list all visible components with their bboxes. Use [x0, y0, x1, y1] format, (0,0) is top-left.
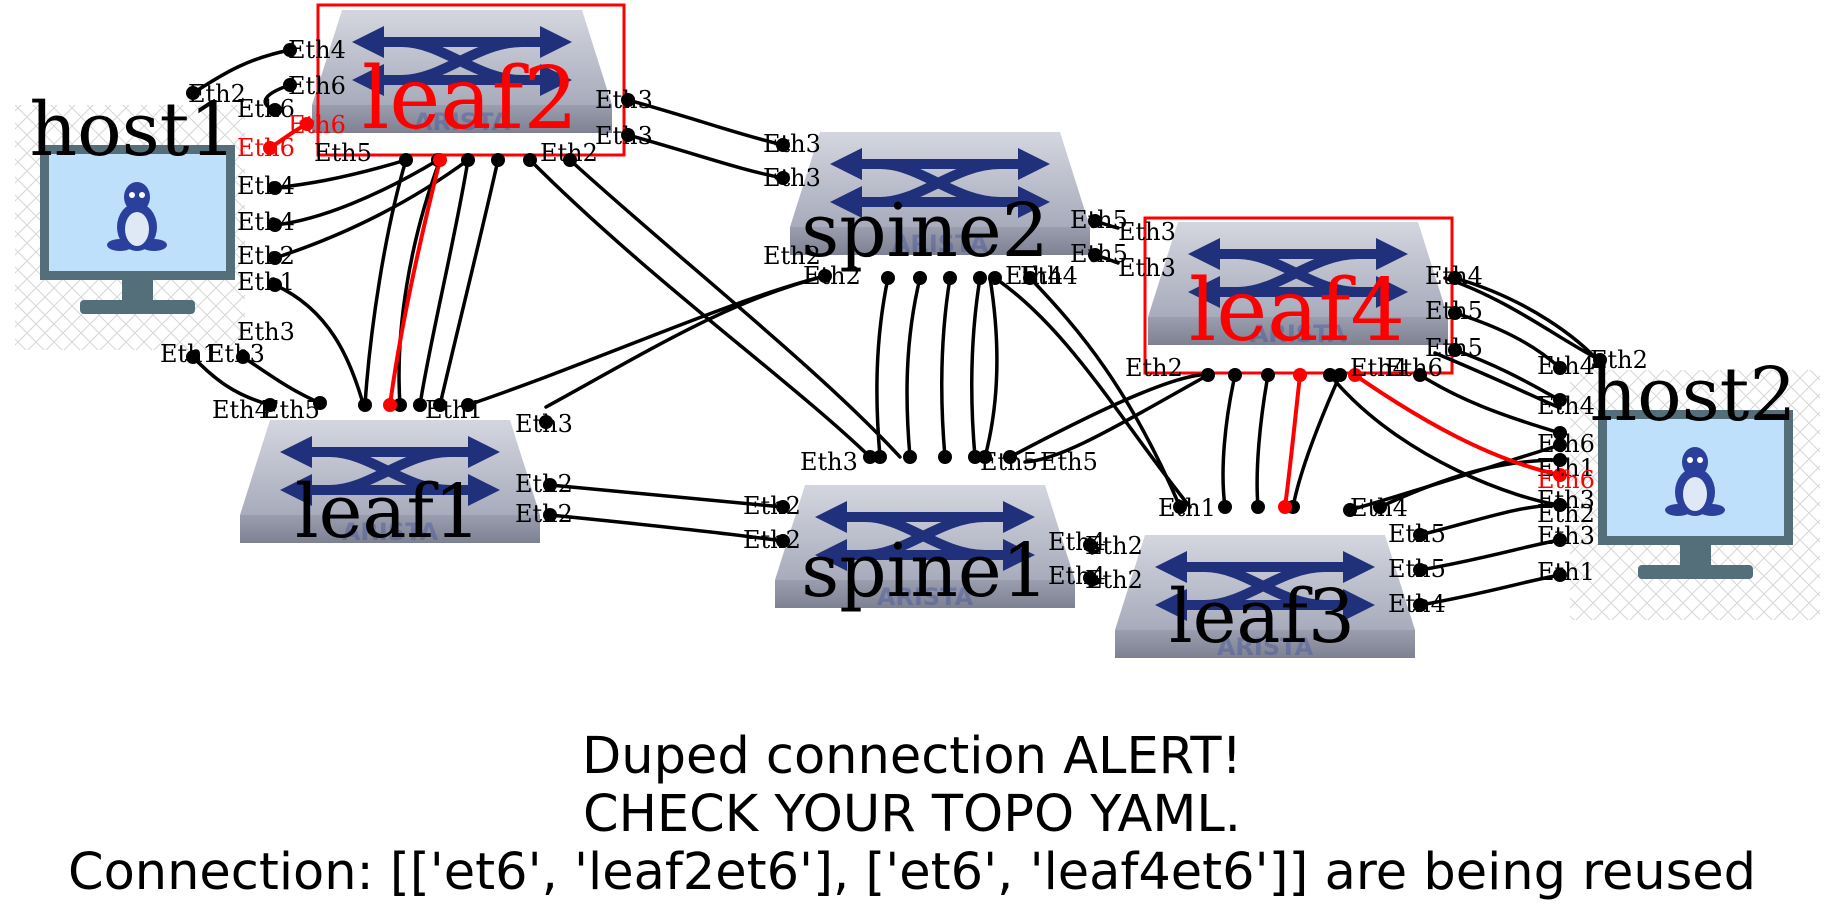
port-label: Eth6 — [237, 95, 295, 123]
leaf4-switch[interactable]: ARISTA — [1148, 222, 1448, 348]
port-label: Eth1 — [1158, 494, 1216, 522]
leaf3-label: leaf3 — [1169, 574, 1355, 660]
port-label: Eth3 — [237, 318, 295, 346]
port-labels: Eth4 Eth6 Eth2 Eth6 Eth5 Eth4 Eth4 Eth2 … — [160, 36, 1648, 618]
port-label: Eth5 — [1070, 206, 1128, 234]
port-label: Eth3 — [800, 448, 858, 476]
port-label: Eth1 — [1537, 454, 1595, 482]
port-label: Eth5 — [1425, 334, 1483, 362]
port-label: Eth5 — [262, 396, 320, 424]
port-label: Eth3 — [763, 164, 821, 192]
port-label: Eth1 — [237, 268, 295, 296]
port-label: Eth4 — [1350, 354, 1408, 382]
port-label: Eth5 — [1070, 240, 1128, 268]
port-label: Eth4 — [1005, 262, 1063, 290]
port-label: Eth6 — [288, 72, 346, 100]
port-label: Eth4 — [1350, 494, 1408, 522]
port-label: Eth2 — [763, 242, 821, 270]
dupe-port-label: Eth6 — [237, 134, 295, 162]
port-label: Eth4 — [237, 172, 295, 200]
port-label: Eth2 — [1537, 500, 1595, 528]
port-label: Eth2 — [743, 492, 801, 520]
duplicate-links — [268, 122, 1562, 509]
port-label: Eth6 — [1385, 354, 1443, 382]
port-label: Eth3 — [1118, 254, 1176, 282]
spine1-brand: ARISTA — [877, 583, 974, 611]
leaf4-brand: ARISTA — [1250, 320, 1347, 348]
host1-label: host1 — [29, 87, 236, 173]
spine2-switch[interactable]: ARISTA — [790, 132, 1090, 258]
host2-label: host2 — [1589, 352, 1796, 438]
port-label: Eth2 — [743, 526, 801, 554]
port-label: Eth4 — [1048, 562, 1106, 590]
spine2-label: spine2 — [801, 188, 1049, 274]
leaf1-brand: ARISTA — [342, 518, 439, 546]
alert-line-3: Connection: [['et6', 'leaf2et6'], ['et6'… — [67, 843, 1757, 902]
dupe-link-leaf4-leaf3 — [1283, 373, 1302, 509]
spine2-brand: ARISTA — [892, 230, 989, 258]
port-label: Eth3 — [1537, 486, 1595, 514]
leaf3-brand: ARISTA — [1217, 633, 1314, 661]
leaf2-label: leaf2 — [362, 49, 578, 149]
port-label: Eth2 — [1590, 346, 1648, 374]
leaf2-brand: ARISTA — [414, 108, 511, 136]
duped-connection-alert: Duped connection ALERT! CHECK YOUR TOPO … — [0, 728, 1824, 902]
port-label: Eth5 — [980, 448, 1038, 476]
port-label: Eth4 — [1020, 262, 1078, 290]
port-label: Eth5 — [1388, 555, 1446, 583]
leaf2-switch[interactable]: ARISTA — [312, 10, 612, 136]
port-label: Eth5 — [1040, 448, 1098, 476]
spine1-switch[interactable]: ARISTA — [775, 485, 1075, 611]
alert-line-2: CHECK YOUR TOPO YAML. — [582, 785, 1242, 844]
port-label: Eth2 — [803, 262, 861, 290]
dupe-link-leaf2-leaf1 — [388, 158, 442, 407]
port-label: Eth4 — [1537, 352, 1595, 380]
port-label: Eth2 — [188, 80, 246, 108]
port-label: Eth3 — [595, 86, 653, 114]
alert-line-1: Duped connection ALERT! — [582, 727, 1242, 786]
port-label: Eth2 — [540, 139, 598, 167]
port-label: Eth5 — [314, 139, 372, 167]
port-label: Eth4 — [237, 208, 295, 236]
port-label: Eth4 — [212, 396, 270, 424]
port-label: Eth2 — [515, 500, 573, 528]
port-label: Eth3 — [763, 130, 821, 158]
port-label: Eth3 — [515, 410, 573, 438]
port-label: Eth2 — [1125, 354, 1183, 382]
port-label: Eth4 — [1388, 590, 1446, 618]
leaf3-switch[interactable]: ARISTA — [1115, 535, 1415, 661]
dupe-link-leaf4-host2 — [1353, 373, 1562, 477]
leaf1-switch[interactable]: ARISTA — [240, 420, 540, 546]
port-label: Eth2 — [515, 470, 573, 498]
leaf4-label: leaf4 — [1189, 261, 1405, 361]
port-label: Eth1 — [160, 340, 218, 368]
port-label: Eth5 — [1425, 297, 1483, 325]
port-label: Eth3 — [595, 122, 653, 150]
port-label: Eth2 — [1085, 532, 1143, 560]
port-label: Eth6 — [1537, 430, 1595, 458]
link-endpoints — [186, 43, 1607, 612]
leaf1-label: leaf1 — [295, 469, 481, 555]
port-label: Eth2 — [237, 242, 295, 270]
links — [191, 48, 1602, 607]
port-label: Eth3 — [207, 340, 265, 368]
port-label: Eth4 — [288, 36, 346, 64]
port-label: Eth4 — [1048, 528, 1106, 556]
port-label: Eth5 — [1388, 520, 1446, 548]
duplicate-endpoints — [263, 117, 1567, 514]
port-label: Eth3 — [1537, 522, 1595, 550]
port-label: Eth4 — [1425, 262, 1483, 290]
port-label: Eth3 — [1118, 218, 1176, 246]
duplicate-port-labels: Eth6 Eth6 Eth6 — [237, 111, 1595, 494]
port-label: Eth1 — [1537, 558, 1595, 586]
port-label: Eth2 — [1085, 566, 1143, 594]
dupe-port-label: Eth6 — [288, 111, 346, 139]
spine1-label: spine1 — [801, 528, 1049, 614]
port-label: Eth4 — [1537, 392, 1595, 420]
dupe-port-label: Eth6 — [1537, 466, 1595, 494]
port-label: Eth1 — [425, 396, 483, 424]
